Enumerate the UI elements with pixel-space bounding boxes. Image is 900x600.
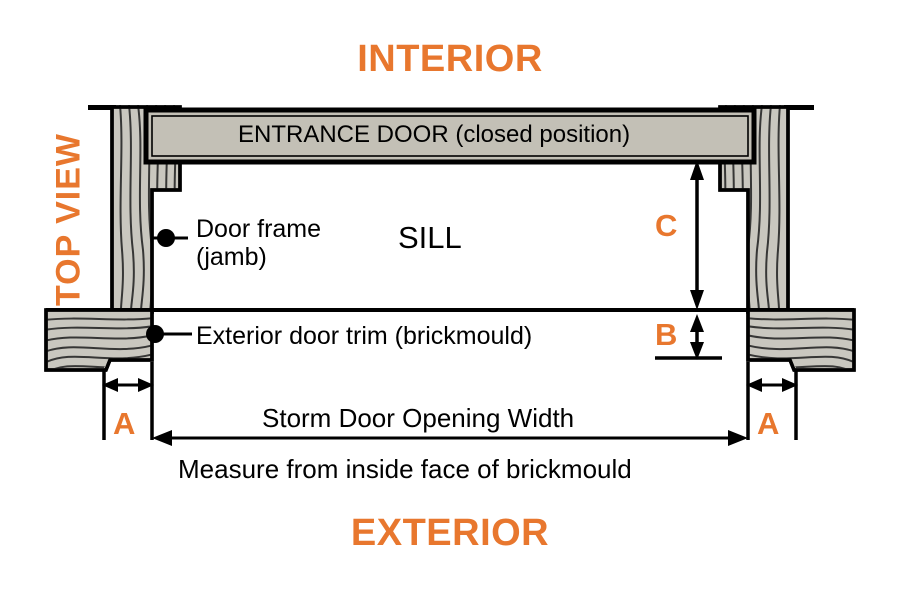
wall-line-left — [88, 105, 116, 110]
dimension-label-b: B — [655, 317, 678, 352]
dimension-line-b — [655, 314, 722, 360]
interior-label: INTERIOR — [357, 38, 543, 80]
sill-floor-line — [46, 308, 854, 312]
dimension-line-a-right — [746, 362, 798, 440]
entrance-door-label: ENTRANCE DOOR (closed position) — [238, 121, 631, 148]
door-frame-jamb-label: Door frame (jamb) — [196, 215, 322, 271]
measure-instruction-label: Measure from inside face of brickmould — [178, 454, 632, 484]
callout-leader-brickmould — [146, 325, 192, 343]
dimension-line-a-left — [102, 362, 154, 440]
storm-door-opening-width-label: Storm Door Opening Width — [262, 403, 575, 433]
exterior-door-trim-brickmould-left — [44, 308, 154, 372]
dimension-label-c: C — [655, 208, 678, 243]
exterior-label: EXTERIOR — [350, 512, 550, 554]
dimension-line-c — [690, 160, 704, 310]
wall-line-right — [784, 105, 814, 110]
dimension-label-a-left: A — [113, 406, 136, 441]
sill-label: SILL — [398, 220, 462, 255]
callout-leader-jamb — [152, 229, 188, 247]
exterior-door-trim-label: Exterior door trim (brickmould) — [196, 322, 533, 350]
dimension-line-opening-width — [152, 430, 748, 446]
entrance-door-slab — [143, 107, 757, 165]
top-view-label: TOP VIEW — [49, 133, 88, 307]
dimension-label-a-right: A — [757, 406, 780, 441]
exterior-door-trim-brickmould-right — [746, 308, 856, 372]
